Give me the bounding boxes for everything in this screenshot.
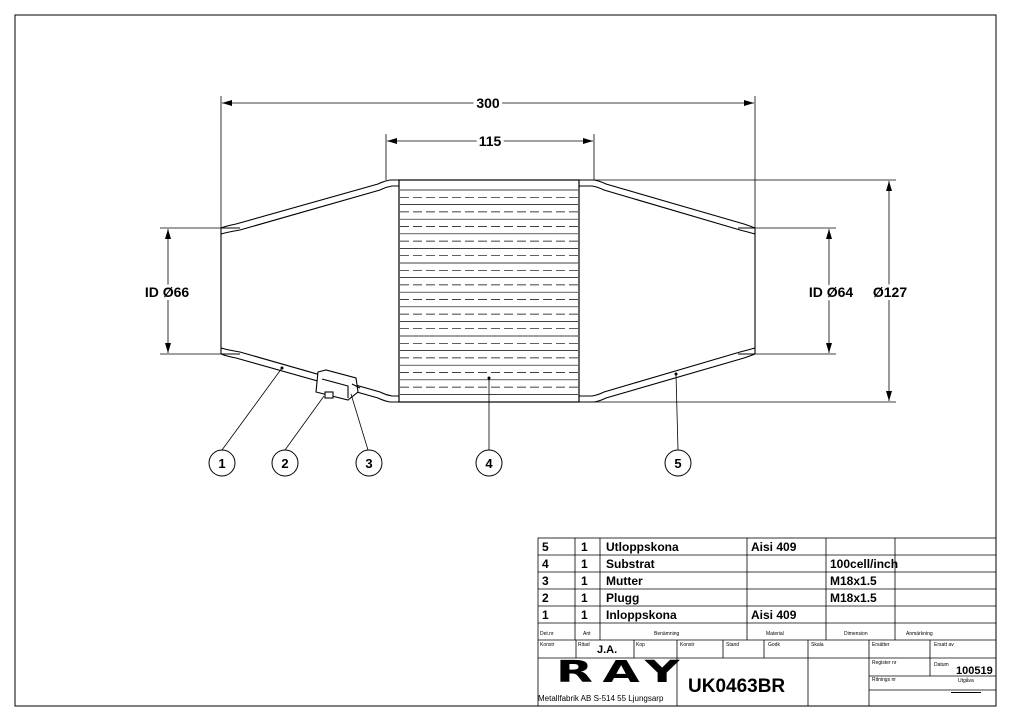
dimension-substrate-length: 115 (479, 133, 502, 149)
balloon-3-label: 3 (365, 456, 372, 471)
label-ersatt-av: Ersatt av (934, 642, 954, 648)
dimension-overall-length: 300 (476, 95, 500, 111)
date-value: 100519 (956, 665, 993, 677)
label-godk: Godk (768, 642, 780, 648)
balloon-5: 5 (664, 449, 692, 477)
dimension-outlet-id: ID Ø64 (809, 284, 854, 300)
label-stand: Stand (726, 642, 740, 648)
plug-boss (315, 369, 361, 401)
label-konstr-2: Konstr (680, 642, 695, 648)
label-ersatter: Ersätter (872, 642, 890, 648)
drawing-number: UK0463BR (688, 676, 786, 697)
header-remark: Anmärkning (906, 631, 933, 637)
label-skala: Skala (811, 642, 824, 648)
substrate-block (398, 179, 580, 403)
balloon-5-label: 5 (674, 456, 681, 471)
balloon-1-label: 1 (218, 456, 225, 471)
dimension-inlet-id: ID Ø66 (145, 284, 190, 300)
parts-cell-qty: 1 (581, 608, 588, 622)
balloon-3: 3 (355, 449, 383, 477)
parts-cell-name: Inloppskona (606, 608, 677, 622)
label-register-nr: Register nr (872, 660, 897, 666)
parts-cell-dimension: M18x1.5 (830, 574, 877, 588)
label-ritnings-nr: Ritnings nr (872, 677, 896, 683)
sheet-border (14, 14, 997, 707)
parts-cell-qty: 1 (581, 540, 588, 554)
parts-cell-qty: 1 (581, 557, 588, 571)
title-block-grid (537, 537, 997, 707)
header-name: Benämning (654, 631, 680, 637)
header-material: Material (766, 631, 784, 637)
utgava-underline (951, 692, 981, 693)
balloon-2-label: 2 (281, 456, 288, 471)
parts-cell-material: Aisi 409 (751, 540, 797, 554)
header-dimension: Dimension (844, 631, 868, 637)
parts-cell-name: Plugg (606, 591, 640, 605)
header-detail: Det.nr (540, 631, 554, 637)
substrate-channels (400, 189, 578, 395)
label-ritad: Ritad (578, 642, 590, 648)
parts-cell-detail: 2 (542, 591, 549, 605)
company-logo: RAY (556, 655, 690, 690)
parts-cell-qty: 1 (581, 574, 588, 588)
balloon-1: 1 (208, 449, 236, 477)
dimension-body-diameter: Ø127 (873, 284, 907, 300)
dimension-lines (160, 96, 896, 403)
parts-cell-dimension: M18x1.5 (830, 591, 877, 605)
label-konstr: Konstr (540, 642, 555, 648)
parts-cell-dimension: 100cell/inch (830, 557, 899, 571)
drawn-by: J.A. (597, 644, 618, 656)
header-qty: Ant (583, 631, 591, 637)
balloon-4-label: 4 (485, 456, 493, 471)
parts-cell-name: Mutter (606, 574, 643, 588)
parts-cell-detail: 1 (542, 608, 549, 622)
balloon-4: 4 (475, 449, 503, 477)
parts-cell-material: Aisi 409 (751, 608, 797, 622)
label-utgava: Utgåva (958, 678, 974, 684)
parts-cell-detail: 4 (542, 557, 549, 571)
company-address: Metallfabrik AB S-514 55 Ljungsarp (538, 694, 664, 703)
label-datum: Datum (934, 662, 949, 668)
label-kop: Kop (636, 642, 645, 648)
parts-cell-name: Substrat (606, 557, 655, 571)
parts-cell-name: Utloppskona (606, 540, 679, 554)
parts-cell-detail: 3 (542, 574, 549, 588)
parts-cell-qty: 1 (581, 591, 588, 605)
leader-lines (221, 367, 679, 451)
parts-cell-detail: 5 (542, 540, 549, 554)
balloon-2: 2 (271, 449, 299, 477)
